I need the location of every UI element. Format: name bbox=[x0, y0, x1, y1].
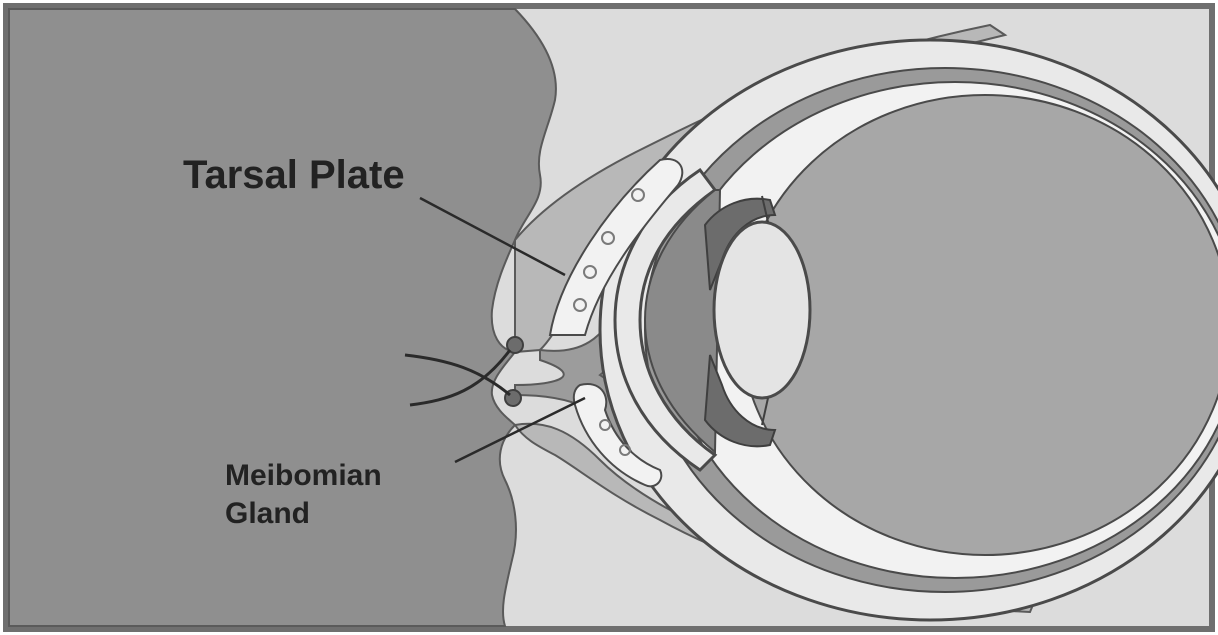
vitreous-body bbox=[740, 95, 1218, 555]
label-tarsal-plate: Tarsal Plate bbox=[183, 153, 405, 197]
label-meibomian-gland-line2: Gland bbox=[225, 497, 310, 530]
lens bbox=[714, 222, 810, 398]
face-skin-region bbox=[9, 9, 556, 626]
label-meibomian-gland-line1: Meibomian bbox=[225, 459, 382, 492]
